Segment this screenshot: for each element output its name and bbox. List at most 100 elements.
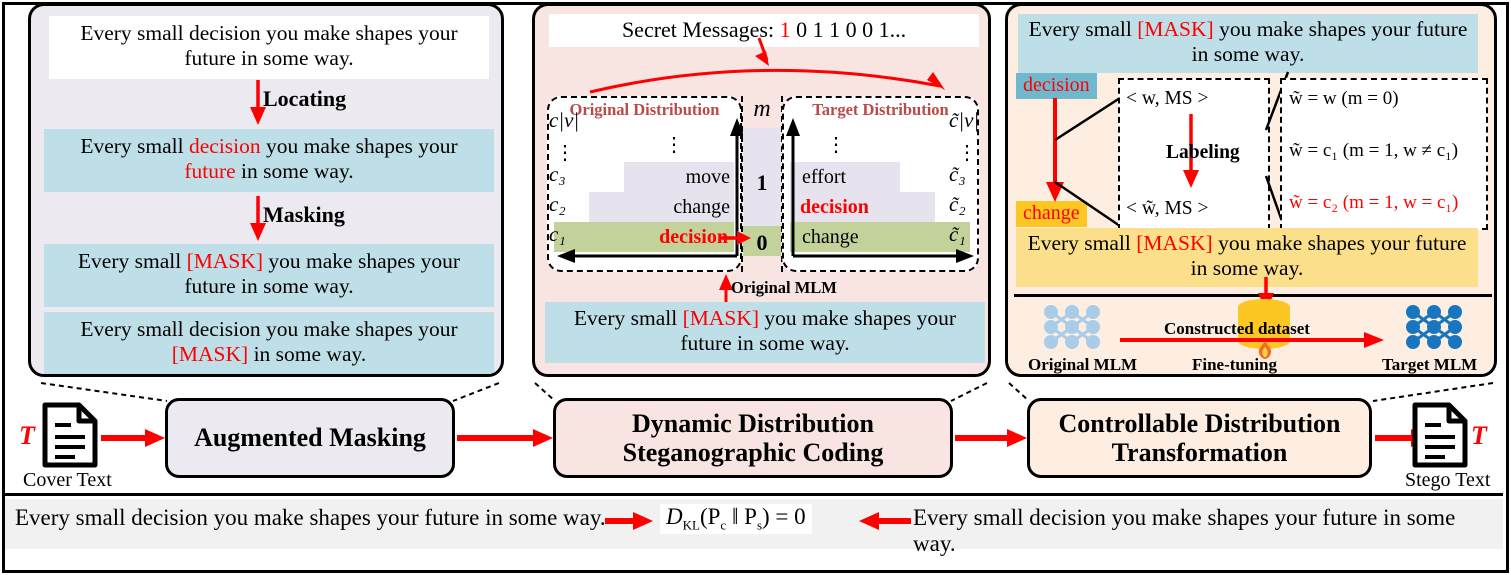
mid-bottom-mask: [MASK] xyxy=(682,306,760,330)
right-stego-sentence: Every small [MASK] you make shapes your … xyxy=(1016,228,1478,287)
targ-axes xyxy=(786,118,974,263)
labeling-rule-2: w̃ = c₁ (m = 1, w ≠ c₁) xyxy=(1289,140,1459,161)
panel-controllable-transformation: Every small [MASK] you make shapes your … xyxy=(1005,3,1497,377)
m-symbol: m xyxy=(753,96,771,122)
flame-icon xyxy=(1258,341,1272,359)
cover-text-document-icon xyxy=(42,402,98,468)
targ-label-c1: c̃₁ xyxy=(949,222,966,246)
finetuning-arrow xyxy=(1120,332,1384,348)
cover-text-sentence: Every small decision you make shapes you… xyxy=(15,505,606,530)
right-top-mask: [MASK] xyxy=(1137,17,1214,41)
m-band-zero xyxy=(743,226,781,256)
right-top-prefix: Every small xyxy=(1028,17,1138,41)
distribution-transfer-arrow xyxy=(589,37,945,94)
located-word-decision: decision xyxy=(188,134,261,158)
token-transform-arrow xyxy=(1046,98,1064,202)
right-panel-divider xyxy=(1014,294,1492,297)
orig-label-c1: c₁ xyxy=(549,222,566,246)
targ-bar-effort xyxy=(790,162,900,192)
orig-label-cv: c|v| xyxy=(549,108,580,132)
target-distribution-box: Target Distribution effort decision chan… xyxy=(782,96,979,272)
orig-word-change: change xyxy=(673,196,730,218)
kl-divergence-row: Every small decision you make shapes you… xyxy=(5,493,1503,570)
targ-vertical-dots: ⋮ xyxy=(826,134,846,156)
original-mlm-network-icon xyxy=(1044,305,1100,349)
mask-token-b: [MASK] xyxy=(171,342,249,367)
masked-a-suffix: you make shapes your future in some way. xyxy=(184,249,461,299)
locating-label: Locating xyxy=(263,86,347,111)
targ-label-c2: c̃₂ xyxy=(949,192,966,216)
masking-label: Masking xyxy=(263,202,345,227)
target-mlm-network-icon xyxy=(1406,305,1462,349)
decision-to-zero-arrow xyxy=(721,231,751,245)
orig-vertical-dots: ⋮ xyxy=(664,134,684,156)
orig-label-c2: c₂ xyxy=(549,192,566,216)
top-panels: Every small decision you make shapes you… xyxy=(5,3,1503,381)
mid-bottom-suffix: you make shapes your future in some way. xyxy=(680,306,957,356)
located-middle: you make shapes your xyxy=(260,134,458,158)
located-suffix: in some way. xyxy=(235,159,354,184)
m-value-one: 1 xyxy=(756,170,768,195)
kl-formula: DKL(Pc ‖ Ps) = 0 xyxy=(660,504,812,534)
masked-sentence-b: Every small decision you make shapes you… xyxy=(44,312,494,374)
arrow-right-to-kl xyxy=(859,512,911,530)
masked-a-prefix: Every small xyxy=(77,249,187,273)
labeling-box: < w, MS > Labeling < w̃, MS > xyxy=(1118,78,1270,230)
pair-original: < w, MS > xyxy=(1126,88,1209,109)
labeling-rule-1: w̃ = w (m = 0) xyxy=(1289,88,1399,109)
arrow-cover-to-stage1 xyxy=(101,429,165,447)
secret-bit-active: 1 xyxy=(779,17,791,42)
m-value-zero: 0 xyxy=(756,230,768,255)
right-stego-prefix: Every small xyxy=(1027,231,1137,255)
stage1-label: Augmented Masking xyxy=(194,423,426,453)
token-pair-connectors xyxy=(1054,96,1121,228)
distribution-diagram: Original Distribution move change decisi… xyxy=(545,82,985,272)
original-distribution-title: Original Distribution xyxy=(569,100,720,119)
targ-word-decision: decision xyxy=(800,196,869,218)
located-prefix: Every small xyxy=(80,134,189,158)
original-sentence-text: Every small decision you make shapes you… xyxy=(80,21,458,71)
secret-messages-box: Secret Messages: 1 0 1 1 0 0 1... xyxy=(549,14,979,47)
right-top-sentence: Every small [MASK] you make shapes your … xyxy=(1018,14,1478,73)
locating-arrow xyxy=(250,80,266,125)
stego-text-sentence: Every small decision you make shapes you… xyxy=(913,505,1456,556)
masked-sentence-a: Every small [MASK] you make shapes your … xyxy=(44,244,494,307)
orig-word-move: move xyxy=(685,166,730,188)
panel-steganographic-coding: Secret Messages: 1 0 1 1 0 0 1... Origin… xyxy=(532,3,991,377)
mask-token-a: [MASK] xyxy=(186,249,264,273)
labeling-arrow xyxy=(1183,114,1199,188)
original-mlm-caption: Original MLM xyxy=(1028,355,1138,374)
labeling-rules-box: w̃ = w (m = 0) w̃ = c₁ (m = 1, w ≠ c₁) w… xyxy=(1280,78,1488,230)
panel-to-stage-connectors xyxy=(40,382,1494,402)
right-stego-mask: [MASK] xyxy=(1136,231,1213,255)
targ-word-change: change xyxy=(802,226,859,248)
finetuning-label: Fine-tuning xyxy=(1192,355,1278,374)
targ-dots-right: ⋮ xyxy=(957,142,977,164)
panel-augmented-masking: Every small decision you make shapes you… xyxy=(28,3,504,377)
stage-augmented-masking[interactable]: Augmented Masking xyxy=(165,398,455,478)
pair-modified: < w̃, MS > xyxy=(1126,198,1209,219)
orig-bar-move xyxy=(624,162,734,192)
constructed-dataset-label: Constructed dataset xyxy=(1164,319,1310,338)
m-band-one xyxy=(743,128,781,226)
targ-word-effort: effort xyxy=(802,166,847,188)
targ-bar-decision xyxy=(790,192,935,222)
pipeline-flow-row: T Cover Text Augmented Masking Dynamic D… xyxy=(5,382,1503,493)
located-word-future: future xyxy=(184,159,236,184)
cover-text-symbol: T xyxy=(19,421,35,450)
finetuning-section: Original MLM Constructed dataset xyxy=(1014,277,1492,374)
secret-bits-rest: 0 1 1 0 0 1... xyxy=(790,17,907,42)
located-sentence-box: Every small decision you make shapes you… xyxy=(44,129,494,192)
orig-word-decision: decision xyxy=(659,226,728,248)
labeling-label: Labeling xyxy=(1166,142,1240,163)
targ-label-cv: c̃|v| xyxy=(949,108,980,132)
masking-arrow xyxy=(250,196,266,241)
cover-text-caption: Cover Text xyxy=(23,469,112,491)
orig-bar-decision xyxy=(554,222,734,252)
mid-bottom-prefix: Every small xyxy=(573,306,683,330)
secret-messages-label: Secret Messages: xyxy=(621,17,780,42)
